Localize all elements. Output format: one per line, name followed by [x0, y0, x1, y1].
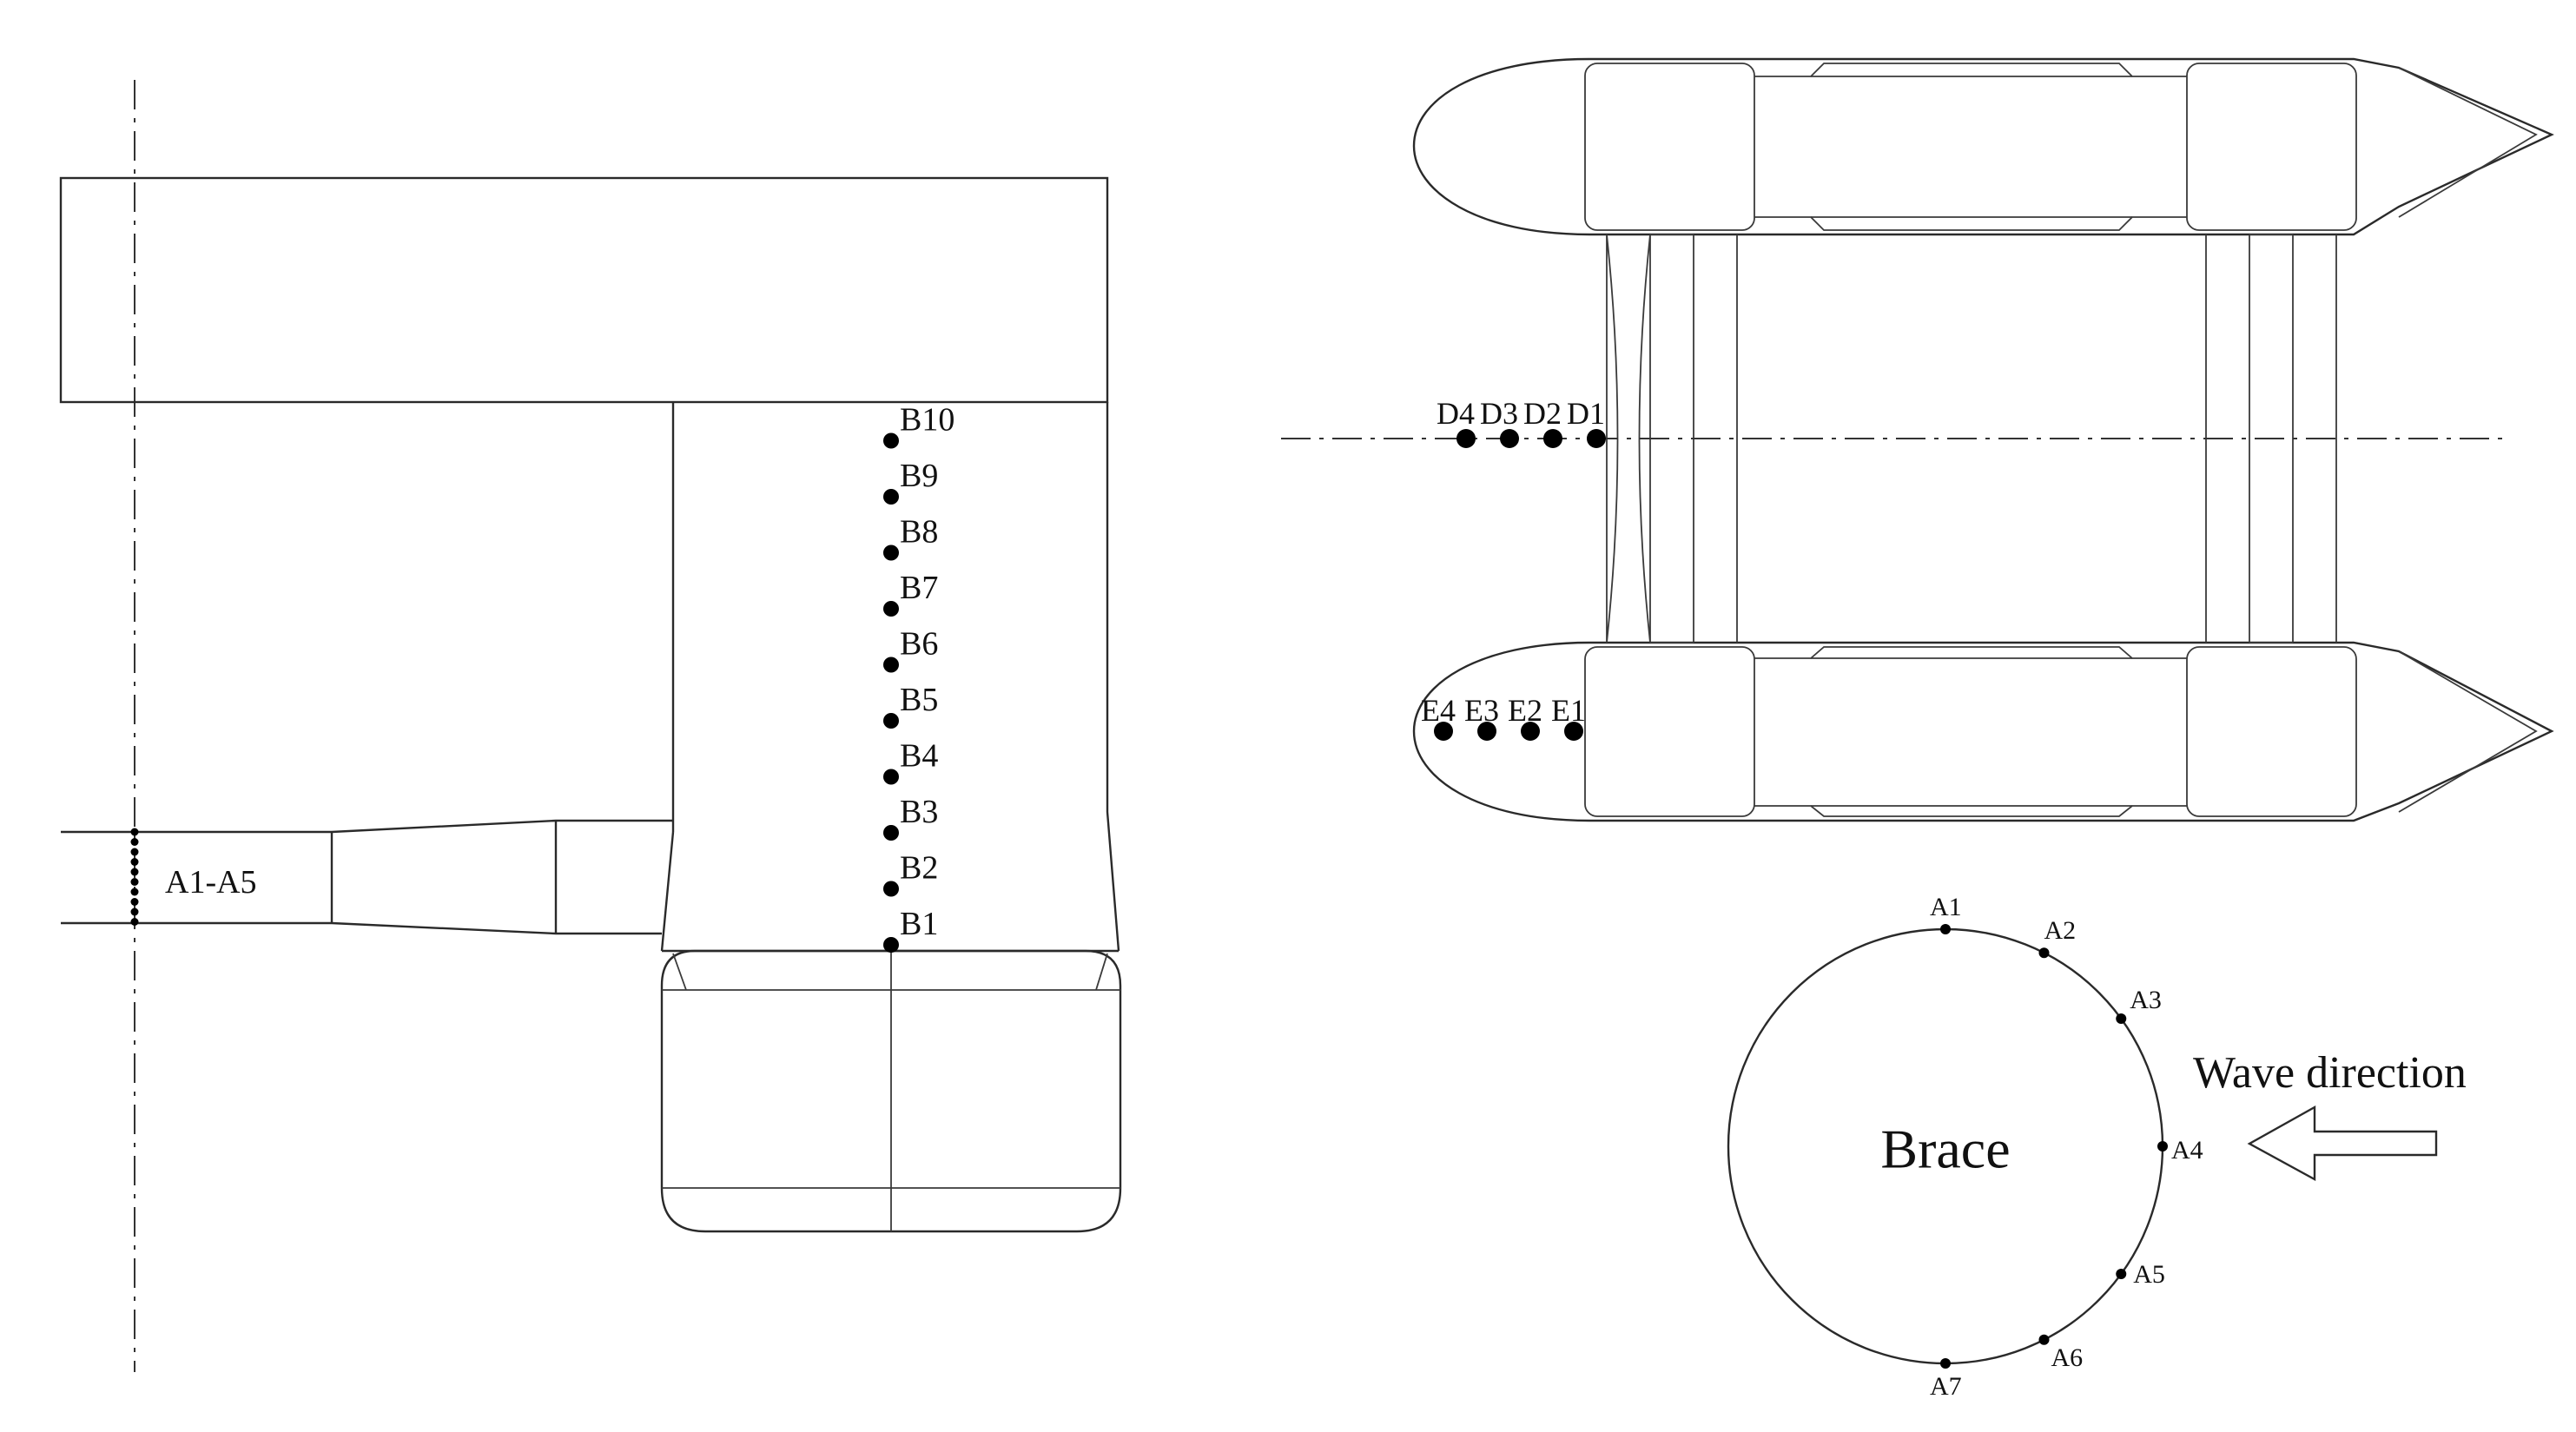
e-point-marker: [1521, 722, 1540, 741]
a-point-dot: [130, 858, 139, 866]
column-right-edge: [1106, 402, 1120, 952]
brace-point-label: A4: [2171, 1136, 2203, 1165]
brace-point-marker: [2116, 1268, 2127, 1279]
a-point-dot: [130, 868, 139, 876]
wave-direction-label: Wave direction: [2193, 1048, 2467, 1098]
d-point-label: D2: [1523, 396, 1562, 431]
b-point-label: B3: [900, 794, 938, 830]
brace-title: Brace: [1880, 1119, 2010, 1180]
e-point-label: E2: [1508, 693, 1542, 728]
b-point-marker: [883, 937, 899, 953]
brace-point-label: A1: [1930, 893, 1962, 921]
b-point-marker: [883, 713, 899, 729]
a-point-dot: [130, 848, 139, 856]
brace-point-marker: [2038, 947, 2050, 959]
column-left-flare: [660, 831, 675, 952]
pontoon-body: [660, 949, 1122, 1233]
b-point-label: B6: [900, 626, 938, 663]
brace-point-label: A7: [1930, 1372, 1962, 1401]
e-point-marker: [1477, 722, 1496, 741]
b-point-marker: [883, 601, 899, 617]
b-point-marker: [883, 825, 899, 841]
lower-column-right: [2186, 646, 2357, 817]
a-point-dot: [130, 878, 139, 886]
a-point-dot: [130, 828, 139, 836]
a-point-markers: [130, 828, 139, 926]
b-point-marker: [883, 432, 899, 449]
brace-point-marker: [2157, 1141, 2168, 1152]
brace-point-label: A6: [2051, 1343, 2083, 1372]
a-range-label: A1-A5: [165, 864, 257, 901]
d-point-label: D1: [1567, 396, 1605, 431]
pontoon-corner-left: [672, 953, 687, 991]
b-point-marker: [883, 489, 899, 505]
b-point-marker: [883, 769, 899, 785]
brace-point-label: A3: [2130, 986, 2162, 1014]
brace-point-marker: [2038, 1334, 2050, 1345]
d-point-marker: [1500, 429, 1519, 448]
upper-column-left: [1584, 63, 1755, 231]
e-point-marker: [1434, 722, 1453, 741]
upper-hull-top-detail: [1754, 63, 2187, 77]
wave-arrow-icon: [2247, 1105, 2438, 1182]
a-point-dot: [130, 838, 139, 846]
lower-column-left: [1584, 646, 1755, 817]
b-point-label: B4: [900, 738, 938, 775]
brace-point-marker: [1940, 1358, 1951, 1369]
a-point-dot: [130, 907, 139, 916]
lower-hull-bottom-detail: [1754, 805, 2187, 817]
lower-pontoon-bow-inner: [2398, 650, 2538, 813]
side-view: A1-A5 B1 B2 B3 B4 B5 B6 B7 B8 B9 B10: [59, 80, 1122, 1372]
a-point-dot: [130, 888, 139, 896]
e-point-label: E1: [1551, 693, 1586, 728]
brace-gaps: [1650, 234, 2293, 643]
a-point-dot: [130, 898, 139, 906]
b-point-label: B1: [900, 906, 938, 942]
upper-pontoon-bow-inner: [2398, 67, 2538, 218]
brace-point-marker: [1940, 924, 1951, 934]
upper-pontoon-outline: [1412, 57, 2554, 236]
b-point-marker: [883, 657, 899, 673]
brace-top-edge: [61, 819, 673, 834]
brace-point-label: A2: [2044, 916, 2076, 945]
d-point-marker: [1456, 429, 1476, 448]
brace-point-label: A5: [2133, 1260, 2165, 1289]
e-point-marker: [1564, 722, 1583, 741]
a-point-dot: [130, 918, 139, 926]
upper-hull-bottom-detail: [1754, 216, 2187, 231]
d-point-marker: [1543, 429, 1562, 448]
d-point-label: D4: [1437, 396, 1475, 431]
upper-column-right: [2186, 63, 2357, 231]
b-point-label: B9: [900, 458, 938, 494]
lower-pontoon-outline: [1412, 641, 2554, 822]
b-point-label: B10: [900, 402, 954, 439]
e-point-label: E3: [1464, 693, 1499, 728]
e-point-label: E4: [1421, 693, 1456, 728]
brace-point-marker: [2116, 1013, 2127, 1025]
b-point-label: B2: [900, 850, 938, 887]
b-point-marker: [883, 544, 899, 561]
b-point-label: B5: [900, 682, 938, 718]
deck-box: [59, 176, 1109, 404]
b-point-marker: [883, 881, 899, 897]
d-point-label: D3: [1480, 396, 1518, 431]
b-point-label: B7: [900, 570, 938, 606]
pontoon-corner-right: [1095, 953, 1108, 991]
d-point-marker: [1587, 429, 1606, 448]
b-point-label: B8: [900, 514, 938, 551]
lower-hull-top-detail: [1754, 646, 2187, 659]
b-points: B1 B2 B3 B4 B5 B6 B7 B8 B9 B10: [883, 402, 954, 953]
brace-bottom-edge: [61, 921, 662, 935]
